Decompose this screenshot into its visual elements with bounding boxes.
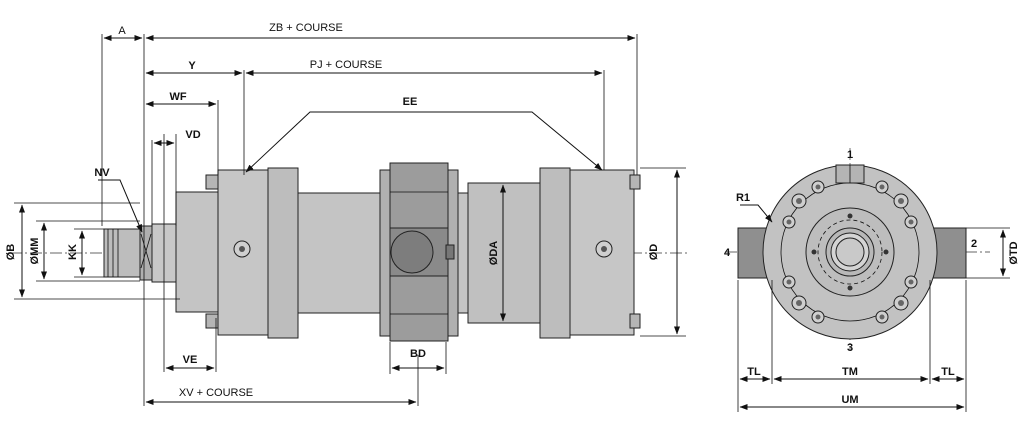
label-td: ØTD <box>1008 241 1020 264</box>
gland-bolt-circle <box>817 219 883 285</box>
side-view: A ZB + COURSE Y PJ + COURSE WF EE VD NV … <box>5 22 690 406</box>
label-d: ØD <box>648 244 660 261</box>
label-um: UM <box>841 394 858 406</box>
label-y: Y <box>188 60 196 72</box>
label-port-3: 3 <box>847 342 853 354</box>
cylinder-tube-left <box>297 192 381 314</box>
label-bd: BD <box>410 348 426 360</box>
label-vd: VD <box>185 129 200 141</box>
label-a: A <box>118 25 126 37</box>
label-xv: XV + COURSE <box>179 387 253 399</box>
tie-rod-nut-front-top <box>205 174 219 190</box>
piston-rod <box>103 228 147 278</box>
label-r1: R1 <box>736 192 750 204</box>
label-ve: VE <box>183 354 198 366</box>
tie-rod-nut-rear-bottom <box>629 313 641 329</box>
label-port-2: 2 <box>971 238 977 250</box>
label-wf: WF <box>169 91 186 103</box>
front-port-center <box>239 246 245 252</box>
rear-cap-plate <box>539 167 571 339</box>
label-zb: ZB + COURSE <box>269 22 343 34</box>
label-da: ØDA <box>488 241 500 266</box>
front-flange <box>175 191 219 313</box>
label-ee: EE <box>403 96 418 108</box>
label-tl-left: TL <box>747 366 761 378</box>
tie-rod-nut-front-bottom <box>205 313 219 329</box>
label-kk: KK <box>67 244 79 260</box>
rear-port-center <box>601 246 607 252</box>
rod-wrench-flats <box>139 225 153 281</box>
cylinder-tube-right <box>467 182 541 324</box>
end-view: R1 1 2 3 4 ØTD TL TM TL UM <box>724 148 1020 412</box>
label-mm: ØMM <box>29 238 41 265</box>
label-pj: PJ + COURSE <box>310 59 382 71</box>
tie-rod-bolts <box>782 180 918 324</box>
label-nv: NV <box>94 167 110 179</box>
front-cap-plate <box>267 167 299 339</box>
label-b: ØB <box>5 244 17 261</box>
trunnion-pin <box>390 230 434 274</box>
tie-rod-nut-rear-top <box>629 174 641 190</box>
label-tm: TM <box>842 366 858 378</box>
label-port-4: 4 <box>724 247 731 259</box>
label-port-1: 1 <box>847 149 853 161</box>
label-tl-right: TL <box>941 366 955 378</box>
trunnion-flange-left <box>379 169 391 337</box>
